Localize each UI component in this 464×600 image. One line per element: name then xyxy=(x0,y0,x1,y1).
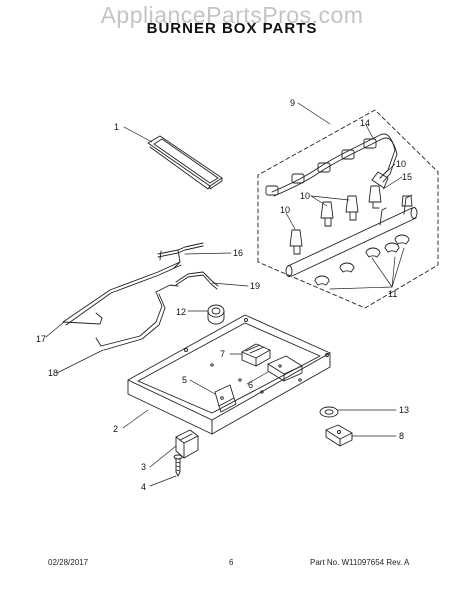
callout-12: 12 xyxy=(176,307,186,317)
leader-lines xyxy=(45,102,405,487)
callout-5: 5 xyxy=(182,375,187,385)
part-16-tube xyxy=(157,242,204,269)
part-2-burner-box xyxy=(127,314,331,435)
callout-17: 17 xyxy=(36,334,46,344)
watermark: AppliancePartsPros.com xyxy=(100,2,364,28)
footer-part-number: Part No. W11097654 Rev. A xyxy=(310,558,410,567)
part-17-tube xyxy=(62,261,182,326)
callout-3: 3 xyxy=(141,462,146,472)
callout-4: 4 xyxy=(141,482,146,492)
part-4-screw xyxy=(173,454,183,477)
callout-10c: 10 xyxy=(280,205,290,215)
callout-15: 15 xyxy=(402,172,412,182)
callout-6: 6 xyxy=(248,380,253,390)
part-1-strip xyxy=(147,135,223,190)
gas-valves xyxy=(289,185,413,255)
part-6-cover xyxy=(267,355,303,382)
assembly-9-box xyxy=(257,109,439,309)
callout-7: 7 xyxy=(220,349,225,359)
callout-10a: 10 xyxy=(396,159,406,169)
callout-13: 13 xyxy=(399,405,409,415)
part-3-bracket xyxy=(175,429,199,459)
callout-18: 18 xyxy=(48,368,58,378)
footer-page-number: 6 xyxy=(229,558,234,567)
footer-date: 02/28/2017 xyxy=(48,558,89,567)
part-7-terminal-block xyxy=(241,343,271,367)
part-5-bracket xyxy=(214,384,237,413)
part-12-regulator xyxy=(207,304,225,325)
part-8-block xyxy=(325,424,353,447)
igniters xyxy=(265,138,389,196)
part-18-tube xyxy=(95,284,179,351)
page-title: BURNER BOX PARTS xyxy=(146,20,318,37)
callout-8: 8 xyxy=(399,431,404,441)
callout-9: 9 xyxy=(290,98,295,108)
callout-10b: 10 xyxy=(300,191,310,201)
callout-14: 14 xyxy=(360,118,370,128)
part-19-tube xyxy=(175,271,219,290)
callout-16: 16 xyxy=(233,248,243,258)
callout-2: 2 xyxy=(113,424,118,434)
burner-clips-11 xyxy=(314,234,410,286)
part-13-grommet xyxy=(319,406,339,418)
callout-19: 19 xyxy=(250,281,260,291)
callout-1: 1 xyxy=(114,122,119,132)
wire-harness-14 xyxy=(271,133,398,197)
manifold-pipe xyxy=(285,194,418,277)
callout-labels: 1 2 3 4 5 6 7 8 9 10 10 10 11 12 13 14 1… xyxy=(36,98,412,492)
callout-11: 11 xyxy=(388,289,397,299)
